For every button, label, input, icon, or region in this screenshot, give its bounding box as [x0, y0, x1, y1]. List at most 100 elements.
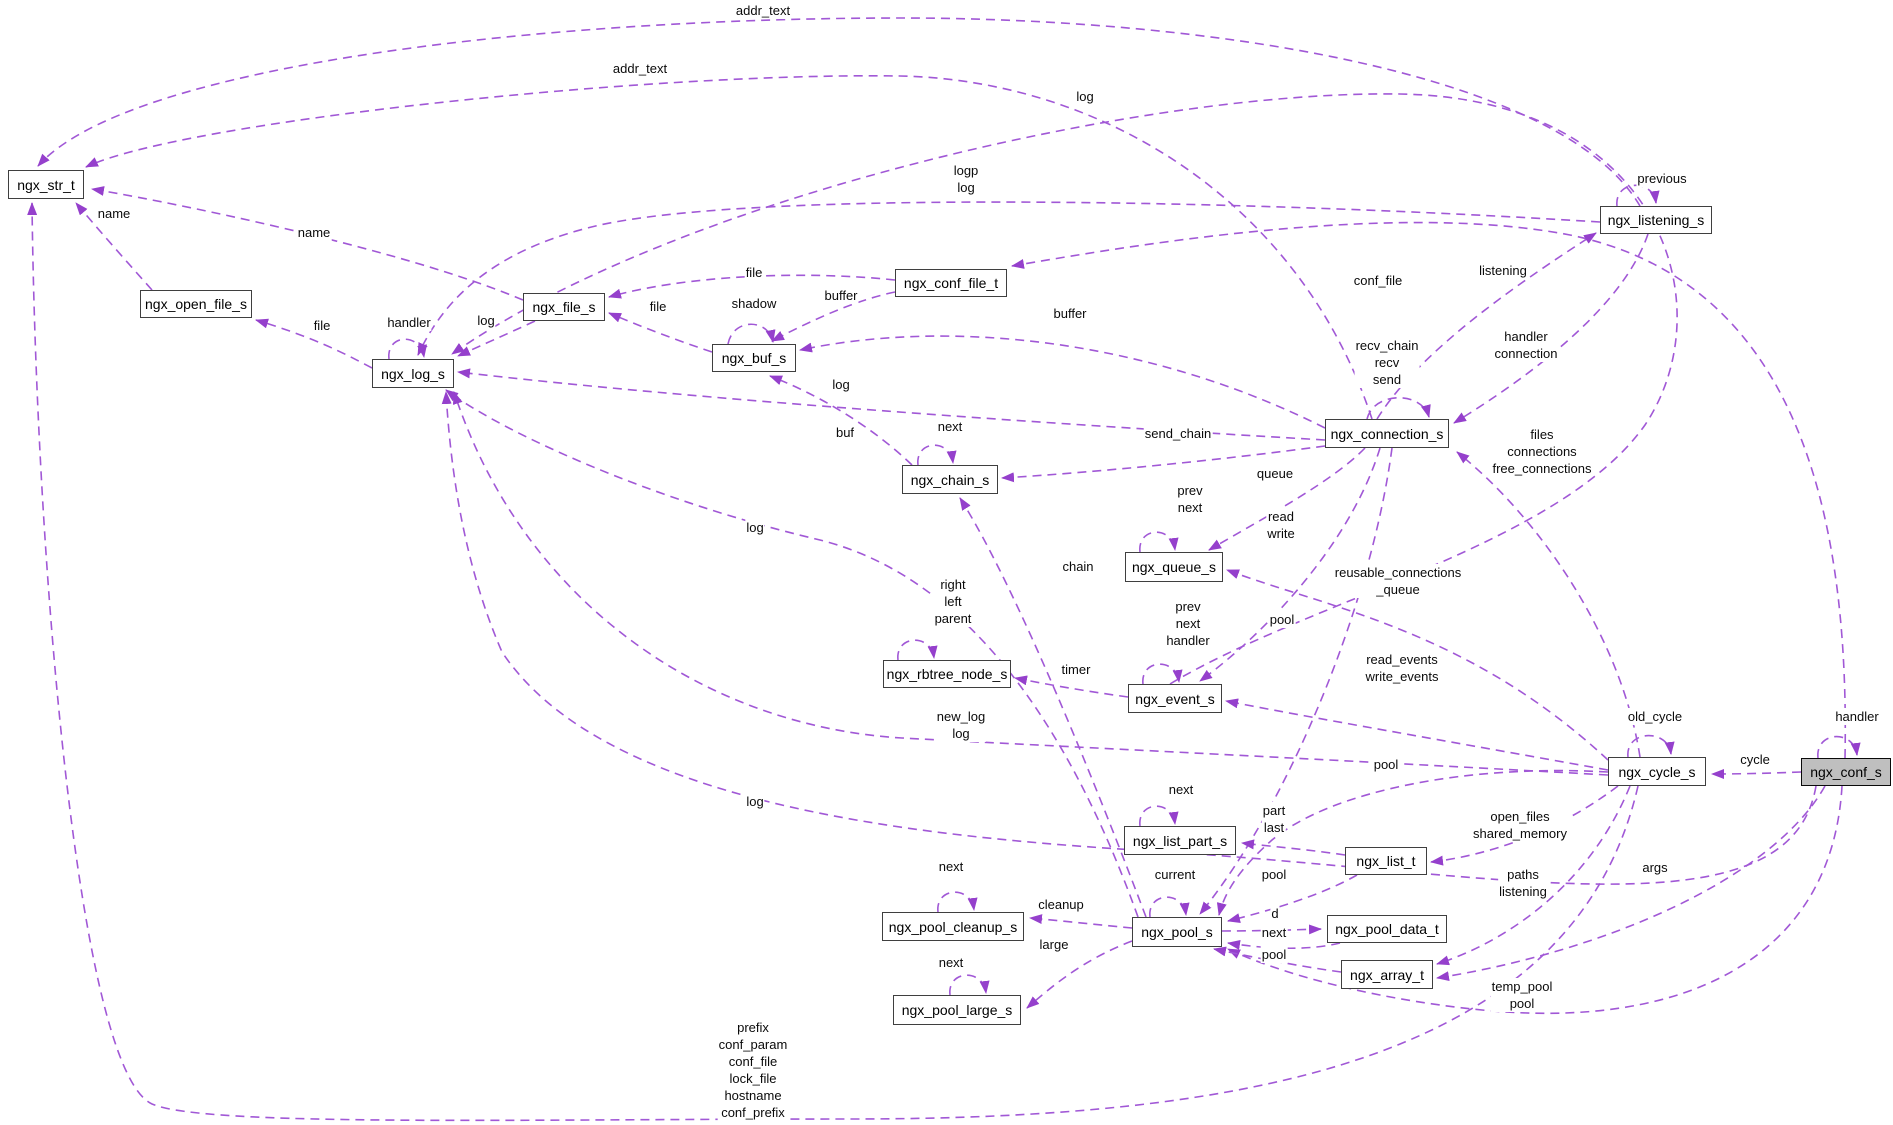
node-ngx_event_s[interactable]: ngx_event_s	[1128, 684, 1222, 713]
edge-label-conf-conffile: conf_file	[1352, 272, 1404, 289]
edge-label-chain-buf: buf	[834, 424, 856, 441]
edge-conf-cycle	[1711, 768, 1802, 779]
node-ngx_buf_s[interactable]: ngx_buf_s	[712, 344, 796, 372]
edge-conf-conffile	[1011, 221, 1847, 759]
edge-label-conf-cycle: cycle	[1739, 751, 1771, 768]
node-ngx_pool_s[interactable]: ngx_pool_s	[1132, 917, 1222, 947]
edge-label-cycle-list: open_files shared_memory	[1472, 808, 1568, 842]
edge-queue-self	[1139, 531, 1179, 553]
node-ngx_conf_s[interactable]: ngx_conf_s	[1801, 758, 1891, 786]
edge-label-openfile-str-name: name	[96, 205, 132, 222]
edge-label-file-log: log	[476, 312, 496, 329]
edge-pool-cleanup	[1029, 914, 1133, 929]
node-ngx_pool_data_t[interactable]: ngx_pool_data_t	[1327, 915, 1447, 943]
node-ngx_chain_s[interactable]: ngx_chain_s	[902, 465, 998, 494]
node-ngx_array_t[interactable]: ngx_array_t	[1341, 960, 1433, 989]
edge-connection-queue	[1208, 447, 1366, 551]
edge-label-log-openfile: file	[312, 317, 332, 334]
edge-label-rbtree-self: right left parent	[933, 576, 973, 627]
edge-label-pool-cleanup: cleanup	[1037, 896, 1085, 913]
node-ngx_str_t[interactable]: ngx_str_t	[8, 170, 84, 199]
edge-label-cycle-event: read_events write_events	[1364, 651, 1440, 685]
edge-label-cleanup-self: next	[937, 858, 965, 875]
edge-cycle-pool	[1216, 769, 1609, 916]
edge-label-queue-self: prev next	[1176, 482, 1204, 516]
edge-cycle-str-paths	[27, 202, 1639, 1122]
node-ngx_file_s[interactable]: ngx_file_s	[523, 293, 605, 321]
edge-label-connection-pool: pool	[1268, 611, 1296, 628]
edge-label-conf-pool: temp_pool pool	[1490, 978, 1554, 1012]
edge-label-listening-self: previous	[1636, 170, 1688, 187]
edge-label-listening-connection: handler connection	[1493, 328, 1559, 362]
edge-pool-large	[1026, 940, 1133, 1009]
edge-label-conf-log: log	[745, 793, 765, 810]
edge-label-cycle-self: old_cycle	[1626, 708, 1684, 725]
node-ngx_list_part_s[interactable]: ngx_list_part_s	[1124, 826, 1236, 855]
node-ngx_open_file_s[interactable]: ngx_open_file_s	[140, 290, 252, 318]
edge-label-buf-file: file	[648, 298, 668, 315]
edge-listpart-self	[1139, 805, 1179, 827]
edge-listening-connection	[1453, 233, 1649, 424]
edge-cycle-event	[1225, 698, 1609, 771]
edge-connection-pool	[1199, 447, 1393, 915]
edge-log-self	[388, 338, 428, 360]
edge-label-chain-self: next	[936, 418, 964, 435]
edge-label-listening-str-addr_text: addr_text	[734, 2, 792, 19]
edge-listening-self	[1616, 184, 1660, 207]
edge-connection-event	[1199, 447, 1381, 682]
edge-label-pool-log: log	[745, 519, 765, 536]
edge-label-conffile-file: file	[744, 264, 764, 281]
node-ngx_pool_cleanup_s[interactable]: ngx_pool_cleanup_s	[882, 912, 1024, 941]
edge-cycle-array	[1436, 785, 1631, 966]
edge-large-self	[949, 974, 990, 996]
edge-label-pool-chain: chain	[1061, 558, 1095, 575]
edge-label-connection-str-addr_text: addr_text	[611, 60, 669, 77]
node-ngx_rbtree_node_s[interactable]: ngx_rbtree_node_s	[883, 660, 1011, 688]
node-ngx_connection_s[interactable]: ngx_connection_s	[1325, 419, 1449, 448]
edge-label-conf-self: handler	[1834, 708, 1880, 725]
edge-label-listening-log: logp log	[952, 162, 980, 196]
edge-listening-str-addr_text	[37, 17, 1641, 207]
edge-event-self	[1142, 663, 1183, 685]
edge-conffile-file	[608, 274, 896, 299]
node-ngx_conf_file_t[interactable]: ngx_conf_file_t	[895, 269, 1007, 297]
edge-label-array-pool: pool	[1260, 946, 1288, 963]
edge-label-cycle-str-paths: prefix conf_param conf_file lock_file ho…	[717, 1019, 789, 1121]
edge-conf-log	[441, 391, 1817, 885]
node-ngx_listening_s[interactable]: ngx_listening_s	[1600, 206, 1712, 234]
edge-list-pool	[1227, 874, 1358, 923]
edge-label-list-pool: pool	[1260, 866, 1288, 883]
edge-label-connection-buf: buffer	[1052, 305, 1088, 322]
edge-file-str-name	[91, 186, 524, 301]
edge-buf-file	[608, 312, 713, 353]
node-ngx_queue_s[interactable]: ngx_queue_s	[1125, 552, 1223, 582]
edge-connection-buf	[799, 335, 1326, 429]
edge-label-pool-data: d	[1270, 905, 1280, 922]
edge-label-cycle-array: paths listening	[1498, 866, 1548, 900]
node-ngx_log_s[interactable]: ngx_log_s	[372, 359, 454, 388]
edge-rbtree-self	[897, 639, 938, 661]
edge-pool-chain	[959, 497, 1147, 918]
edge-label-list-listpart: part last	[1261, 802, 1287, 836]
edge-conf-pool	[1227, 785, 1843, 1015]
node-ngx_list_t[interactable]: ngx_list_t	[1345, 847, 1427, 875]
node-ngx_cycle_s[interactable]: ngx_cycle_s	[1608, 757, 1706, 786]
edge-conf-array	[1436, 785, 1826, 982]
edge-cycle-queue	[1226, 569, 1609, 761]
edge-label-buf-self: shadow	[730, 295, 778, 312]
edge-label-cycle-connection: files connections free_connections	[1491, 426, 1593, 477]
edge-file-log	[457, 320, 536, 357]
edge-label-large-self: next	[937, 954, 965, 971]
edge-cycle-log	[452, 391, 1609, 776]
edge-listening-log	[417, 201, 1601, 356]
edge-label-pool-self: current	[1153, 866, 1197, 883]
node-ngx_pool_large_s[interactable]: ngx_pool_large_s	[893, 995, 1021, 1025]
edge-label-connection-log: log	[831, 376, 851, 393]
edge-label-event-log: log	[1075, 88, 1095, 105]
edge-conf-self	[1817, 735, 1861, 759]
edge-label-connection-self: recv_chain recv send	[1354, 337, 1420, 388]
edge-label-data-pool: next	[1260, 924, 1288, 941]
edge-cycle-self	[1627, 734, 1675, 758]
edge-label-connection-chain: send_chain	[1143, 425, 1213, 442]
